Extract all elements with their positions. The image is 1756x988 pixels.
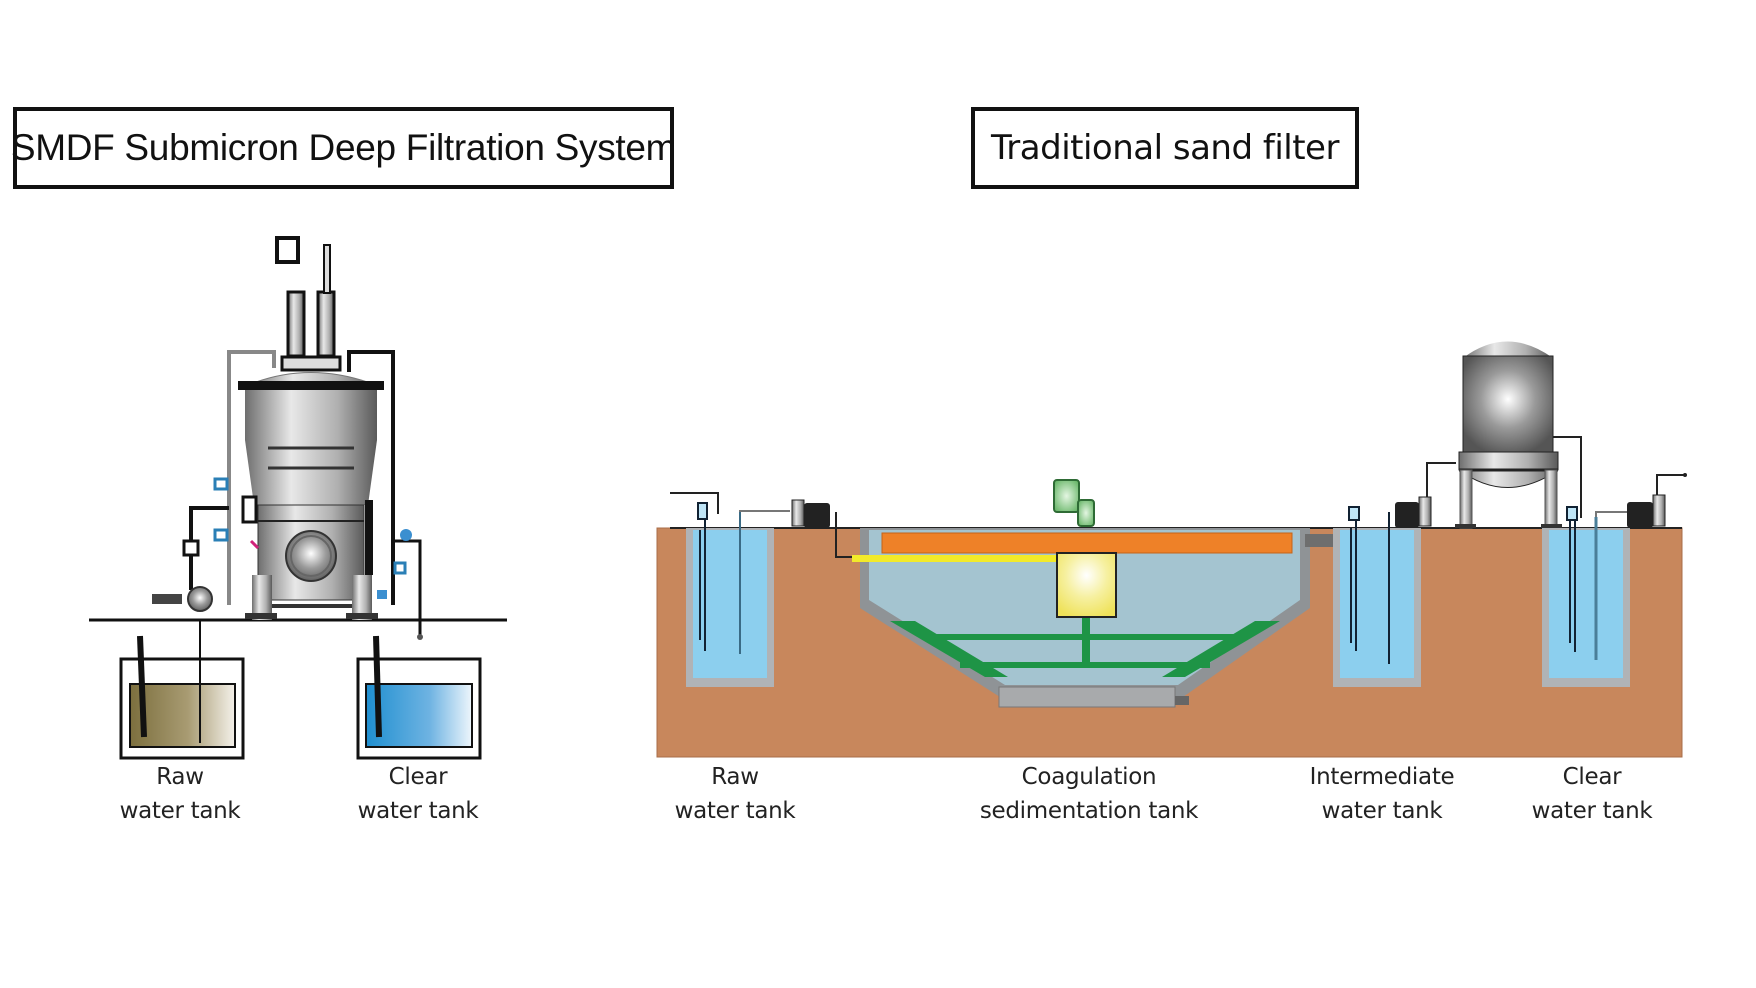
pump-3-icon (1627, 473, 1687, 528)
label-line2: water tank (119, 798, 241, 824)
label-line1: Coagulation (1021, 764, 1157, 790)
sample-valve-icon (249, 539, 260, 550)
vessel-leg-left (252, 575, 272, 620)
feed-pipe (852, 555, 1057, 562)
vessel-cone (245, 440, 377, 505)
level-sensor-icon (697, 502, 708, 520)
vent-bracket (275, 236, 300, 264)
vessel-leg (1544, 469, 1558, 529)
sludge-outlet (1175, 696, 1189, 705)
sf-sedimentation-tank-label: Coagulation sedimentation tank (979, 760, 1199, 828)
scraper (890, 615, 1280, 677)
inlet-pipe (189, 506, 229, 590)
drive-motor-icon (1053, 479, 1080, 513)
frame-pipe-right (347, 350, 395, 605)
label-line1: Clear (1562, 764, 1622, 790)
label-line1: Intermediate (1309, 764, 1455, 790)
level-probe (137, 635, 147, 738)
launder (881, 532, 1293, 554)
sf-raw-tank-label: Raw water tank (675, 760, 796, 828)
top-flange (280, 355, 342, 372)
coagulation-sedimentation-tank (852, 479, 1340, 708)
manhole-icon (285, 530, 337, 582)
pump-2-icon (1395, 462, 1456, 528)
valve-icons (213, 477, 412, 599)
sand-filter-vessel (1455, 341, 1582, 529)
level-sensor-icon (1348, 506, 1360, 521)
vessel-leg (1459, 469, 1473, 529)
label-line2: water tank (674, 798, 796, 824)
outlet-pipe (393, 539, 422, 635)
smdf-title: SMDF Submicron Deep Filtration System (10, 127, 677, 168)
sf-intermediate-tank-label: Intermediate water tank (1310, 760, 1455, 828)
smdf-clear-water-tank (356, 635, 482, 760)
smdf-system (89, 236, 507, 760)
raw-water (129, 683, 236, 748)
smdf-clear-tank-label: Clear water tank (358, 760, 479, 828)
outlet-nozzle (417, 634, 423, 640)
center-well (1056, 552, 1117, 618)
label-line1: Raw (156, 764, 204, 790)
label-line1: Raw (711, 764, 759, 790)
top-tube-left (286, 290, 306, 358)
sand-filter-title-box: Traditional sand filter (971, 107, 1359, 189)
sf-raw-water-tank (670, 492, 790, 687)
label-line1: Clear (388, 764, 448, 790)
overflow-pipe (1305, 534, 1340, 547)
sf-clear-water-tank (1542, 506, 1630, 687)
sludge-hopper (998, 686, 1176, 708)
clear-water (365, 683, 473, 748)
pressure-gauge-icon (241, 495, 258, 524)
vessel-rim (238, 381, 384, 390)
sand-filter-system (656, 341, 1687, 758)
label-line2: sedimentation tank (979, 798, 1199, 824)
vessel-leg-right (352, 575, 372, 620)
vessel-head (245, 390, 377, 440)
side-pipe (365, 500, 373, 575)
pump-motor (152, 594, 182, 604)
smdf-raw-water-tank (119, 620, 245, 760)
top-tube-tip (323, 244, 331, 294)
label-line2: water tank (357, 798, 479, 824)
level-probe (373, 635, 382, 738)
frame-pipe-left (227, 350, 276, 605)
feed-pump-icon (187, 586, 213, 612)
label-line2: water tank (1321, 798, 1443, 824)
level-sensor-icon (1566, 506, 1578, 521)
pump-valve (182, 539, 200, 557)
label-line2: water tank (1531, 798, 1653, 824)
sf-clear-tank-label: Clear water tank (1532, 760, 1653, 828)
smdf-title-box: SMDF Submicron Deep Filtration System (10, 107, 677, 189)
top-tube-right (316, 290, 336, 358)
smdf-raw-tank-label: Raw water tank (120, 760, 241, 828)
sf-intermediate-water-tank (1333, 506, 1421, 687)
sand-filter-title: Traditional sand filter (991, 128, 1339, 168)
